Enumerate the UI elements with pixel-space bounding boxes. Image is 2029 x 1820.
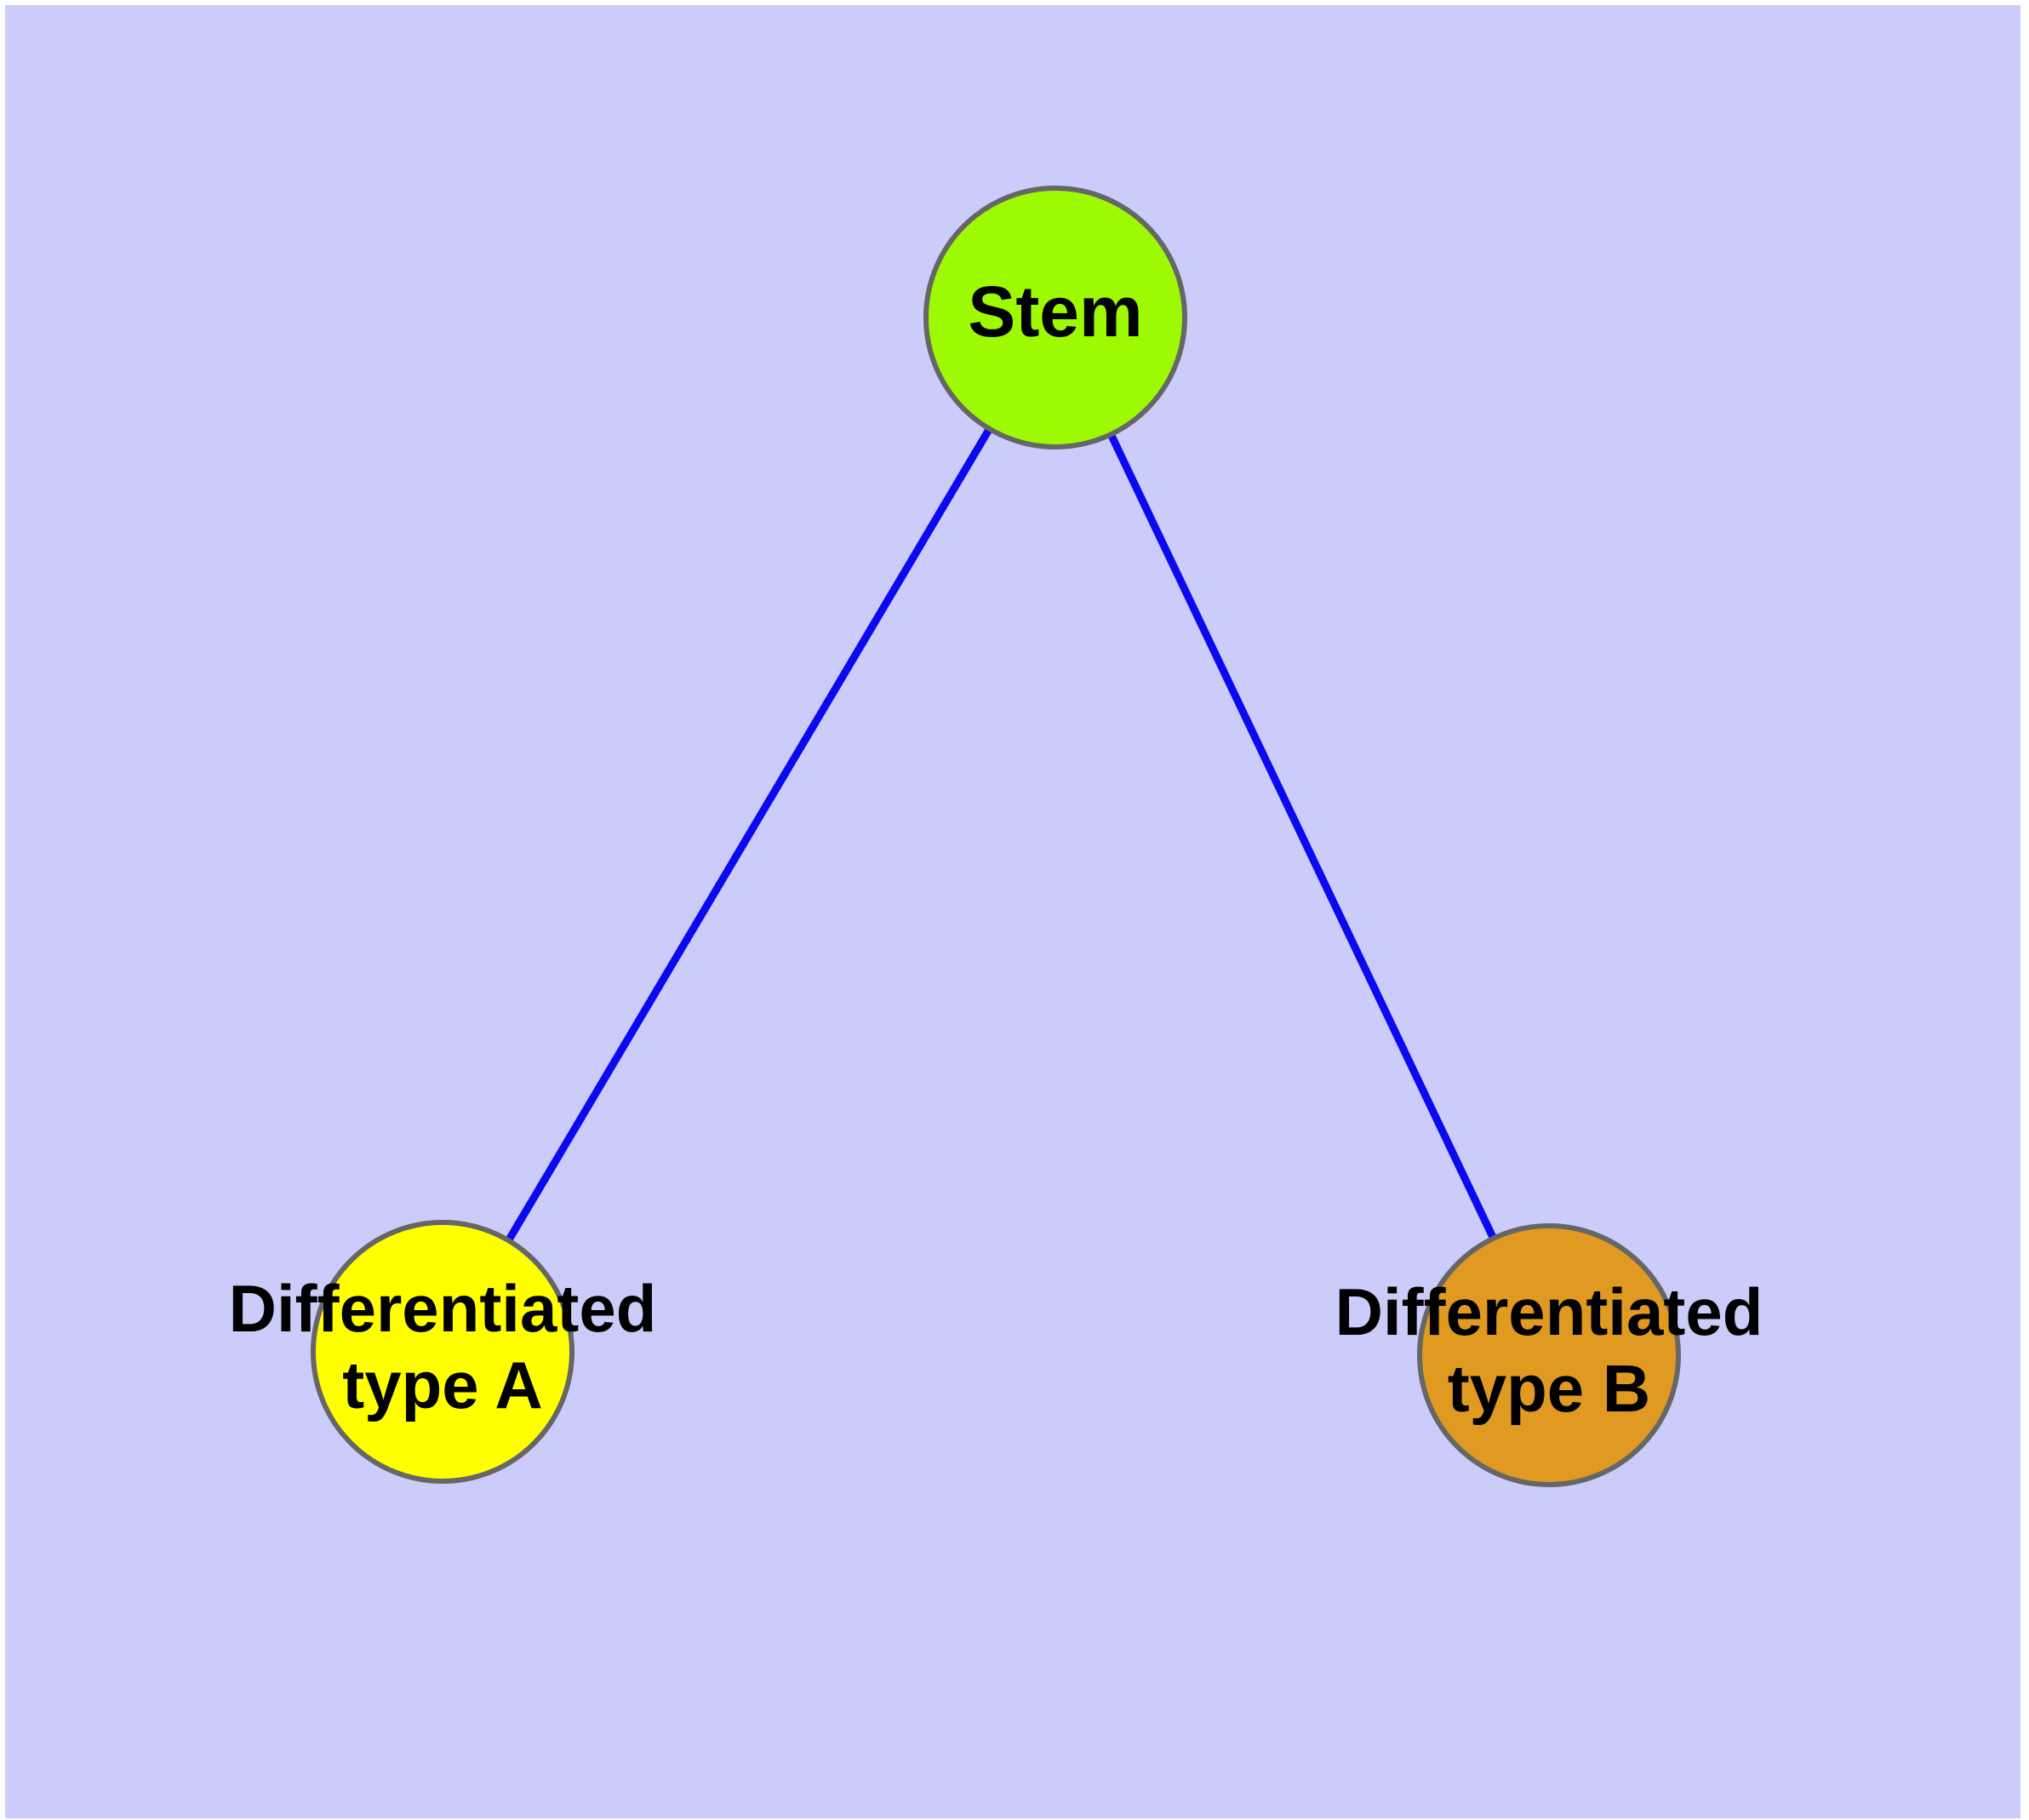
graph-edge <box>504 425 994 1245</box>
graph-node-label-stem: Stem <box>968 272 1142 352</box>
edges-layer <box>504 425 1498 1245</box>
graph-edge <box>1106 431 1498 1242</box>
graph-node-diff_b[interactable] <box>1417 1223 1681 1487</box>
graph-node-stem[interactable] <box>923 186 1187 449</box>
node-label-line: type A <box>342 1348 543 1422</box>
node-label-line: Differentiated <box>1335 1273 1763 1348</box>
nodes-layer <box>311 186 1681 1487</box>
node-label-line: Stem <box>968 272 1142 352</box>
node-label-line: Differentiated <box>229 1270 657 1345</box>
graph-node-diff_a[interactable] <box>311 1220 574 1484</box>
node-label-line: type B <box>1448 1351 1650 1426</box>
